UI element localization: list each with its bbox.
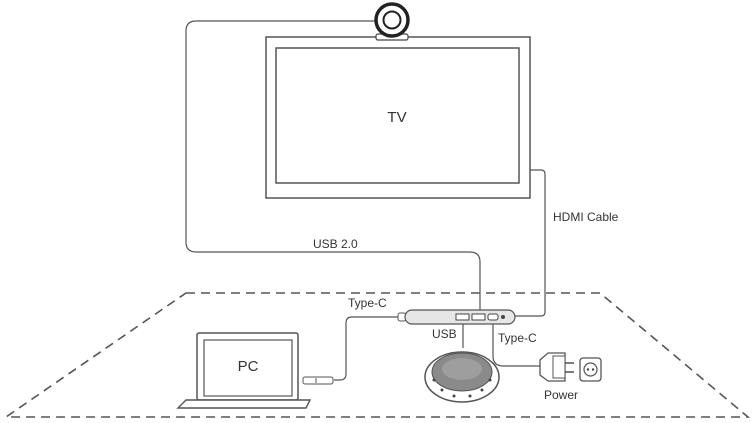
hdmi-cable — [510, 169, 546, 317]
speakerphone-icon — [424, 351, 500, 403]
tv-label: TV — [387, 109, 406, 126]
type-c-right-label: Type-C — [498, 331, 537, 345]
usb-label: USB — [432, 327, 457, 341]
power-label: Power — [544, 388, 578, 402]
power-outlet-icon — [579, 357, 602, 382]
pc-label: PC — [238, 358, 259, 375]
table-surface — [3, 292, 751, 418]
tv-icon — [265, 36, 531, 199]
usb-2-cable — [185, 20, 481, 312]
laptop-icon — [176, 332, 334, 409]
type-c-cable-power — [492, 322, 540, 367]
usb-2-label: USB 2.0 — [313, 237, 358, 251]
usb-hub-icon — [397, 309, 516, 325]
type-c-cable-pc — [334, 316, 403, 381]
power-adapter-icon — [539, 352, 574, 382]
hdmi-cable-label: HDMI Cable — [553, 210, 619, 224]
type-c-left-label: Type-C — [348, 296, 387, 310]
camera-icon — [374, 2, 410, 41]
